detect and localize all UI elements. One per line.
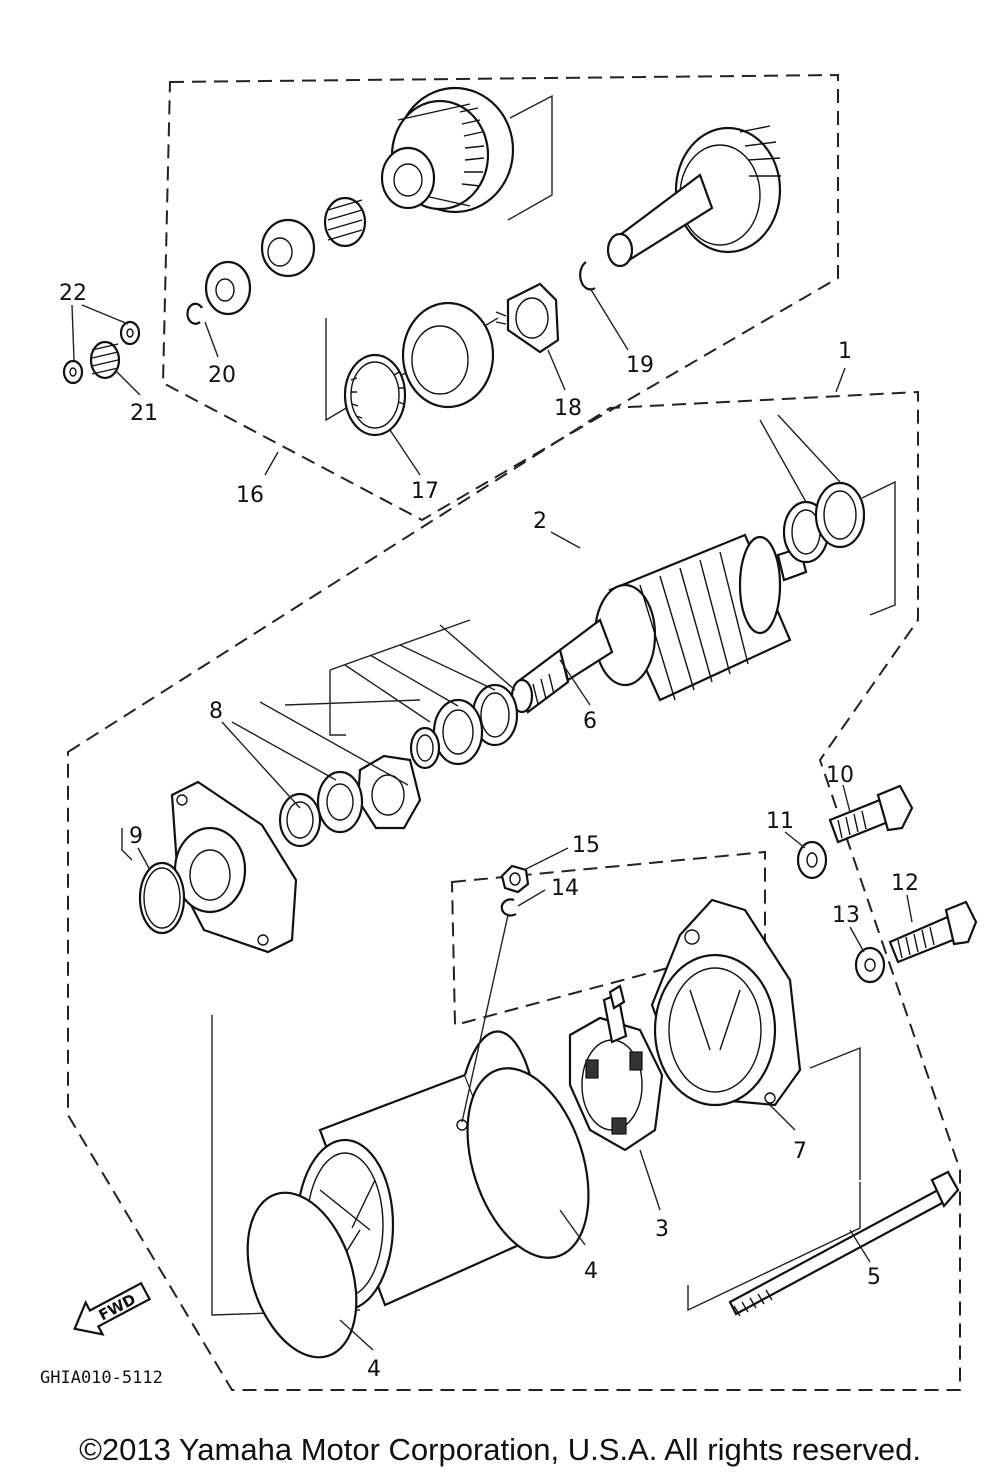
fwd-arrow: FWD: [73, 1281, 152, 1336]
pinion-collar: [260, 218, 316, 278]
bolt-10: [828, 784, 914, 844]
callout-12: 12: [891, 871, 919, 896]
callout-19: 19: [626, 353, 654, 378]
callout-10: 10: [826, 763, 854, 788]
group-1-boundary: [67, 390, 961, 1391]
fwd-arrow-icon: [73, 1281, 152, 1336]
pinion-clutch: [380, 86, 515, 214]
leader-11: [784, 831, 806, 849]
shim-bracket-right: [861, 480, 896, 616]
callout-15: 15: [572, 833, 600, 858]
leader-18: [547, 349, 566, 391]
callout-17: 17: [411, 479, 439, 504]
callout-5: 5: [867, 1265, 881, 1290]
bolt-12: [888, 900, 978, 964]
washer-11: [796, 840, 828, 880]
clip-14: [500, 898, 517, 917]
callout-11: 11: [766, 809, 794, 834]
leader-12: [906, 894, 913, 923]
leader-19: [589, 287, 629, 351]
o-ring-9: [138, 861, 186, 935]
through-bolt-5: [728, 1170, 960, 1317]
callout-21: 21: [130, 401, 158, 426]
leader-21: [114, 369, 141, 396]
callout-22: 22: [59, 281, 87, 306]
leader-10: [842, 784, 851, 813]
oil-seal: [316, 770, 364, 834]
nut-15: [500, 864, 530, 894]
front-cover: [170, 780, 298, 954]
bolt-5-bracket: [687, 1182, 861, 1312]
front-cover-bracket: [121, 828, 133, 861]
clip-20: [186, 302, 203, 325]
callout-3: 3: [655, 1217, 669, 1242]
drive-bracket: [507, 94, 553, 221]
leader-6: [559, 659, 591, 706]
leader-5: [849, 1229, 871, 1263]
leader-14: [461, 889, 546, 1123]
bearing-8: [278, 792, 322, 848]
washer-22-right: [119, 320, 141, 346]
copyright-notice: ©2013 Yamaha Motor Corporation, U.S.A. A…: [79, 1432, 921, 1467]
spring-21: [89, 340, 121, 380]
plate-18: [495, 282, 560, 354]
callout-18: 18: [554, 396, 582, 421]
gasket-4-right: [466, 1067, 590, 1259]
rear-cover: [650, 898, 802, 1107]
callout-1: 1: [838, 339, 852, 364]
callout-13: 13: [832, 903, 860, 928]
leader-1: [835, 367, 846, 393]
leader-13: [849, 926, 865, 953]
armature-bracket: [329, 670, 346, 736]
armature: [510, 533, 808, 714]
leader-4b: [339, 1319, 374, 1351]
armature-shim-left-2: [432, 698, 484, 766]
leader-22: [71, 304, 129, 361]
leader-8: [221, 699, 421, 809]
callout-2: 2: [533, 509, 547, 534]
planet-gear: [401, 301, 495, 409]
armature-clip-left: [409, 726, 441, 770]
callout-14: 14: [551, 876, 579, 901]
callout-6: 6: [583, 709, 597, 734]
lock-plate: [356, 754, 422, 830]
leader-20: [204, 321, 219, 358]
drive-spring: [323, 196, 367, 248]
leader-9: [137, 847, 151, 871]
leader-15: [523, 847, 569, 871]
leader-17: [389, 429, 421, 476]
brush-holder: [568, 984, 664, 1152]
group-16-boundary: [161, 73, 839, 522]
drawing-code: GHIA010-5112: [40, 1368, 163, 1388]
callout-7: 7: [793, 1139, 807, 1164]
bearing-17: [343, 353, 407, 437]
callout-4a: 4: [584, 1259, 598, 1284]
clip-19: [579, 261, 596, 291]
leader-2: [550, 531, 581, 549]
gasket-4-left: [246, 1191, 358, 1359]
callout-9: 9: [129, 824, 143, 849]
washer-13: [854, 946, 886, 984]
washer-22-left: [62, 359, 84, 385]
rear-cover-bracket: [809, 1046, 861, 1180]
leader-16: [264, 451, 279, 476]
leader-7: [769, 1104, 796, 1131]
callout-16: 16: [236, 483, 264, 508]
pinion-shaft: [606, 125, 782, 268]
leader-4a: [559, 1209, 586, 1246]
armature-shim-right-2: [814, 481, 866, 549]
leader-armature-shims: [329, 414, 841, 723]
callout-4b: 4: [367, 1357, 381, 1382]
callout-8: 8: [209, 699, 223, 724]
callout-20: 20: [208, 363, 236, 388]
stop-ring: [204, 260, 252, 316]
leader-3: [639, 1149, 661, 1211]
